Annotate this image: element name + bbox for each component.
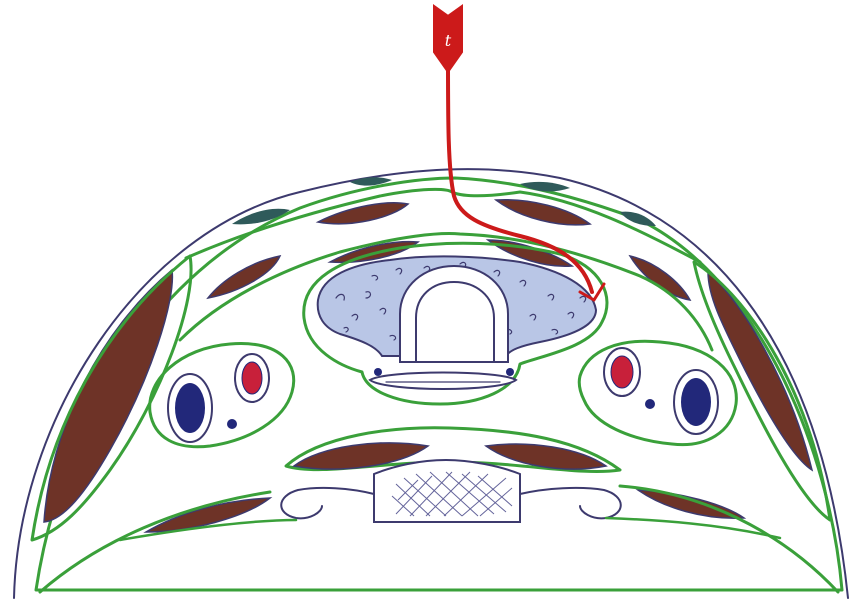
vagus-nerve-left (227, 419, 237, 429)
sternohyoid-muscle-left (318, 203, 408, 224)
common-carotid-artery-left (242, 362, 262, 394)
transverse-process-left (281, 488, 374, 518)
sternohyoid-muscle-right (496, 200, 590, 225)
sternothyroid-muscle-right (630, 256, 690, 300)
internal-jugular-vein-left (175, 383, 205, 433)
sternocleidomastoid-right (708, 272, 812, 470)
trachea-lumen (416, 282, 494, 362)
internal-jugular-vein-right (681, 378, 711, 426)
transverse-process-right (520, 488, 621, 518)
vagus-nerve-right (645, 399, 655, 409)
arrow-label: t (445, 31, 452, 50)
recurrent-laryngeal-nerve-right (506, 368, 514, 376)
common-carotid-artery-right (611, 356, 633, 388)
platysma-muscle-mid-right (520, 182, 570, 192)
oesophagus (370, 373, 516, 390)
recurrent-laryngeal-nerve-left (374, 368, 382, 376)
